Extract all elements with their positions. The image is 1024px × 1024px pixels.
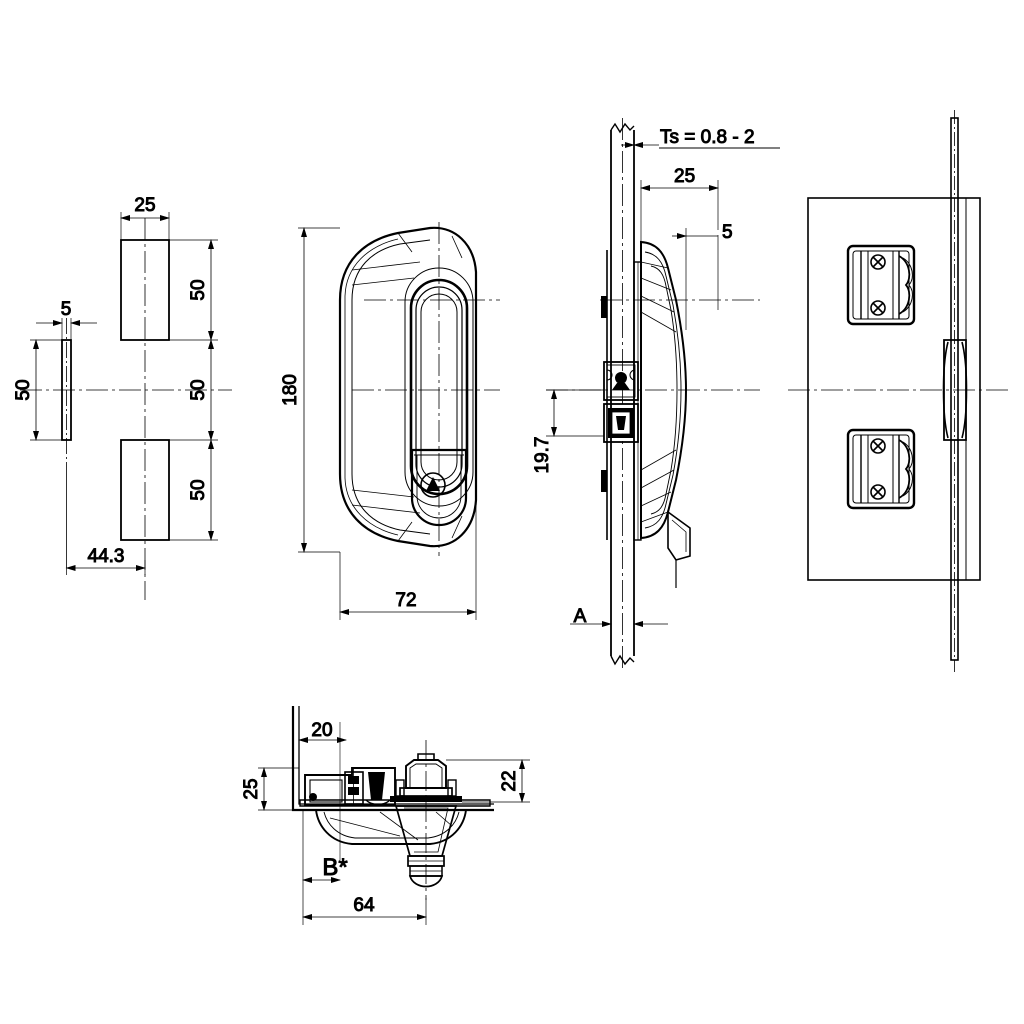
dimension-180: 180	[280, 227, 340, 553]
push-button-triangle-icon[interactable]	[426, 477, 440, 491]
section-lock-lower	[603, 403, 639, 443]
dim-label-180: 180	[280, 374, 301, 406]
rod-block-upper	[601, 296, 607, 318]
handle-hatch-1	[351, 261, 421, 271]
dim-label-5: 5	[61, 299, 72, 320]
dim-label-A: A	[574, 606, 587, 627]
handle-rear-view	[788, 110, 1010, 672]
handle-hatch-2	[351, 277, 415, 286]
bottom-shell-facet-1	[329, 817, 401, 837]
dim-label-50-gap: 50	[188, 379, 209, 400]
section-rib-7	[640, 491, 672, 507]
note-sheet-thickness: Ts = 0.8 - 2	[621, 127, 780, 149]
dim-label-20: 20	[311, 720, 332, 741]
bottom-shell-facet-2	[379, 811, 419, 841]
dimension-slot-width: 5	[36, 299, 97, 340]
dim-label-50-upper: 50	[188, 279, 209, 300]
dim-label-5-cover: 5	[722, 222, 733, 243]
dimension-22: 22	[446, 759, 530, 803]
dim-label-19-7: 19.7	[532, 437, 553, 474]
section-rib-6	[640, 469, 675, 489]
dim-label-72: 72	[395, 590, 416, 611]
section-rib-4	[640, 311, 677, 333]
dimension-A: A	[570, 606, 668, 628]
handle-front-view: 180 72	[280, 222, 500, 620]
handle-corner-line-top-r	[451, 235, 463, 259]
section-rib-8	[640, 511, 669, 523]
dimension-slot-height: 50	[13, 339, 62, 441]
dimension-cover-projection: 5	[672, 222, 733, 330]
bottom-shell-facet-3	[435, 811, 453, 827]
rear-clamp-lower	[846, 428, 916, 510]
bottom-handle-shell	[314, 809, 468, 845]
dimension-20: 20	[298, 720, 347, 760]
handle-corner-line-top	[397, 232, 413, 253]
rod-block-lower	[601, 470, 607, 492]
rear-clamp-upper	[846, 244, 916, 326]
dim-label-25: 25	[134, 195, 155, 216]
handle-side-section-view: Ts = 0.8 - 2 25 5 19.7 A	[532, 118, 780, 672]
section-rib-2	[640, 277, 672, 291]
handle-outer-body	[338, 226, 478, 548]
handle-facet-bottom-2	[344, 477, 399, 536]
section-latch-arm-inner	[671, 519, 687, 552]
dimension-72: 72	[339, 500, 477, 620]
handle-lock-insert-inner	[416, 455, 462, 519]
section-latch-arm	[667, 510, 691, 561]
dimension-44-3: 44.3	[65, 546, 146, 575]
dim-label-25-depth: 25	[674, 166, 695, 187]
section-mount-flange	[633, 261, 642, 541]
rear-mounting-plate	[807, 197, 981, 581]
handle-grip-ring	[404, 267, 474, 507]
handle-grip-mid	[415, 286, 463, 488]
dim-label-B: B*	[322, 854, 347, 881]
handle-corner-line-bottom-r	[451, 515, 463, 539]
dimension-19-7: 19.7	[532, 389, 604, 474]
handle-hatch-4	[351, 504, 421, 514]
cutout-lower	[120, 439, 170, 541]
note-label-ts: Ts = 0.8 - 2	[660, 127, 755, 148]
handle-facet-bottom	[351, 473, 431, 535]
dim-label-50-lower: 50	[188, 479, 209, 500]
push-button-circle-icon[interactable]	[420, 472, 446, 498]
dim-label-25-bracket: 25	[241, 778, 262, 799]
dimension-64: 64	[302, 888, 427, 925]
section-lock-upper	[603, 361, 639, 401]
dim-label-44-3: 44.3	[88, 546, 125, 567]
handle-hatch-3	[351, 489, 415, 498]
dimension-cutout-width: 25	[120, 195, 170, 240]
handle-grip-inner	[420, 293, 458, 481]
dim-label-64: 64	[353, 895, 375, 916]
dimension-cutout-heights: 50 50 50	[169, 239, 218, 541]
section-handle-body-inner2	[650, 265, 678, 515]
handle-corner-line-bottom	[397, 521, 413, 542]
handle-facet-top-2	[344, 238, 399, 297]
dimension-25-bracket: 25	[241, 767, 299, 811]
section-rib-3	[640, 295, 675, 313]
handle-facet-top	[351, 239, 431, 301]
section-rib-1	[640, 261, 669, 269]
bottom-handle-shell-inner	[323, 811, 460, 839]
handle-lock-insert	[410, 448, 468, 527]
section-rib-5	[640, 449, 677, 471]
dimension-B: B*	[302, 810, 348, 888]
panel-cutout-view: 5 50 25 50 50 50	[13, 195, 232, 600]
dim-label-50-slot: 50	[13, 379, 34, 400]
handle-bottom-section-view: 20 25 22 B* 64	[241, 706, 530, 925]
dimension-handle-depth: 25	[640, 166, 719, 242]
dim-label-22: 22	[499, 770, 520, 791]
